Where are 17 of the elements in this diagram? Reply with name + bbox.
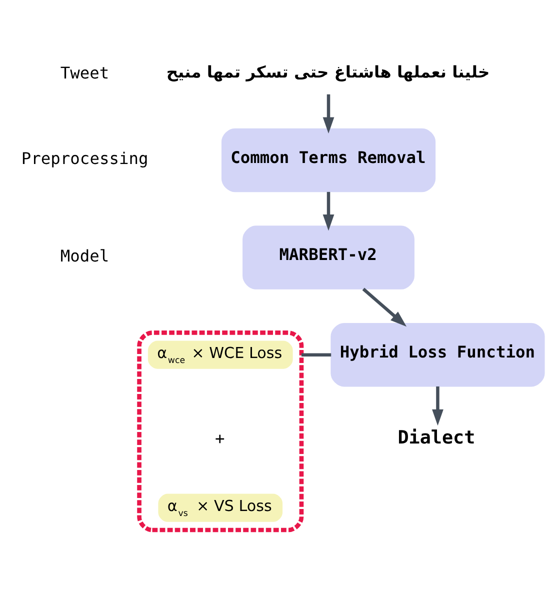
label: Tweet: [60, 63, 110, 82]
label: Preprocessing: [21, 148, 148, 168]
arrow: [432, 386, 444, 426]
label: +: [214, 428, 225, 448]
node-box: Common Terms Removal: [221, 128, 436, 192]
node-box: α$_{wce}$ × WCE Loss: [148, 340, 293, 368]
node-box: Hybrid Loss Function: [330, 322, 545, 386]
label: Model: [60, 246, 110, 265]
connector: [301, 352, 332, 356]
node-box: α$_{vs}$ × VS Loss: [158, 493, 283, 522]
cluster: [137, 330, 304, 532]
node-text: Dialect: [398, 427, 476, 448]
arrow: [362, 287, 407, 326]
node-text: خلينا نعملها هاشتاغ حتى تسكر تمها منيح: [166, 62, 490, 81]
arrow: [322, 94, 334, 134]
node-box: MARBERT-v2: [242, 225, 414, 289]
arrow: [322, 191, 334, 230]
